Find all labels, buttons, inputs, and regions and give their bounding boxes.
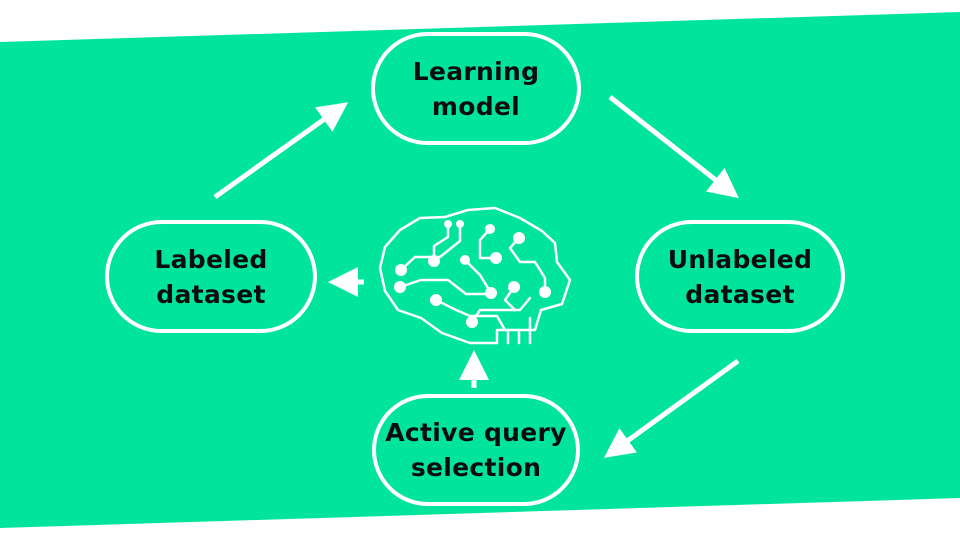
brain-circuit-icon (378, 206, 572, 345)
node-labeled-dataset-label: Labeled dataset (154, 244, 268, 309)
node-active-query-selection: Active query selection (372, 394, 580, 506)
arrow-labeled-to-learning (213, 102, 349, 200)
arrow-unlabeled-to-active (603, 358, 740, 458)
arrow-learning-to-unlabeled (608, 95, 739, 199)
node-learning-model: Learning model (371, 32, 581, 145)
node-unlabeled-dataset-label: Unlabeled dataset (667, 244, 813, 309)
node-active-query-selection-label: Active query selection (385, 418, 567, 482)
node-labeled-dataset: Labeled dataset (105, 220, 317, 333)
green-background-band (0, 12, 960, 528)
node-unlabeled-dataset: Unlabeled dataset (635, 220, 845, 333)
node-learning-model-label: Learning model (412, 56, 540, 121)
